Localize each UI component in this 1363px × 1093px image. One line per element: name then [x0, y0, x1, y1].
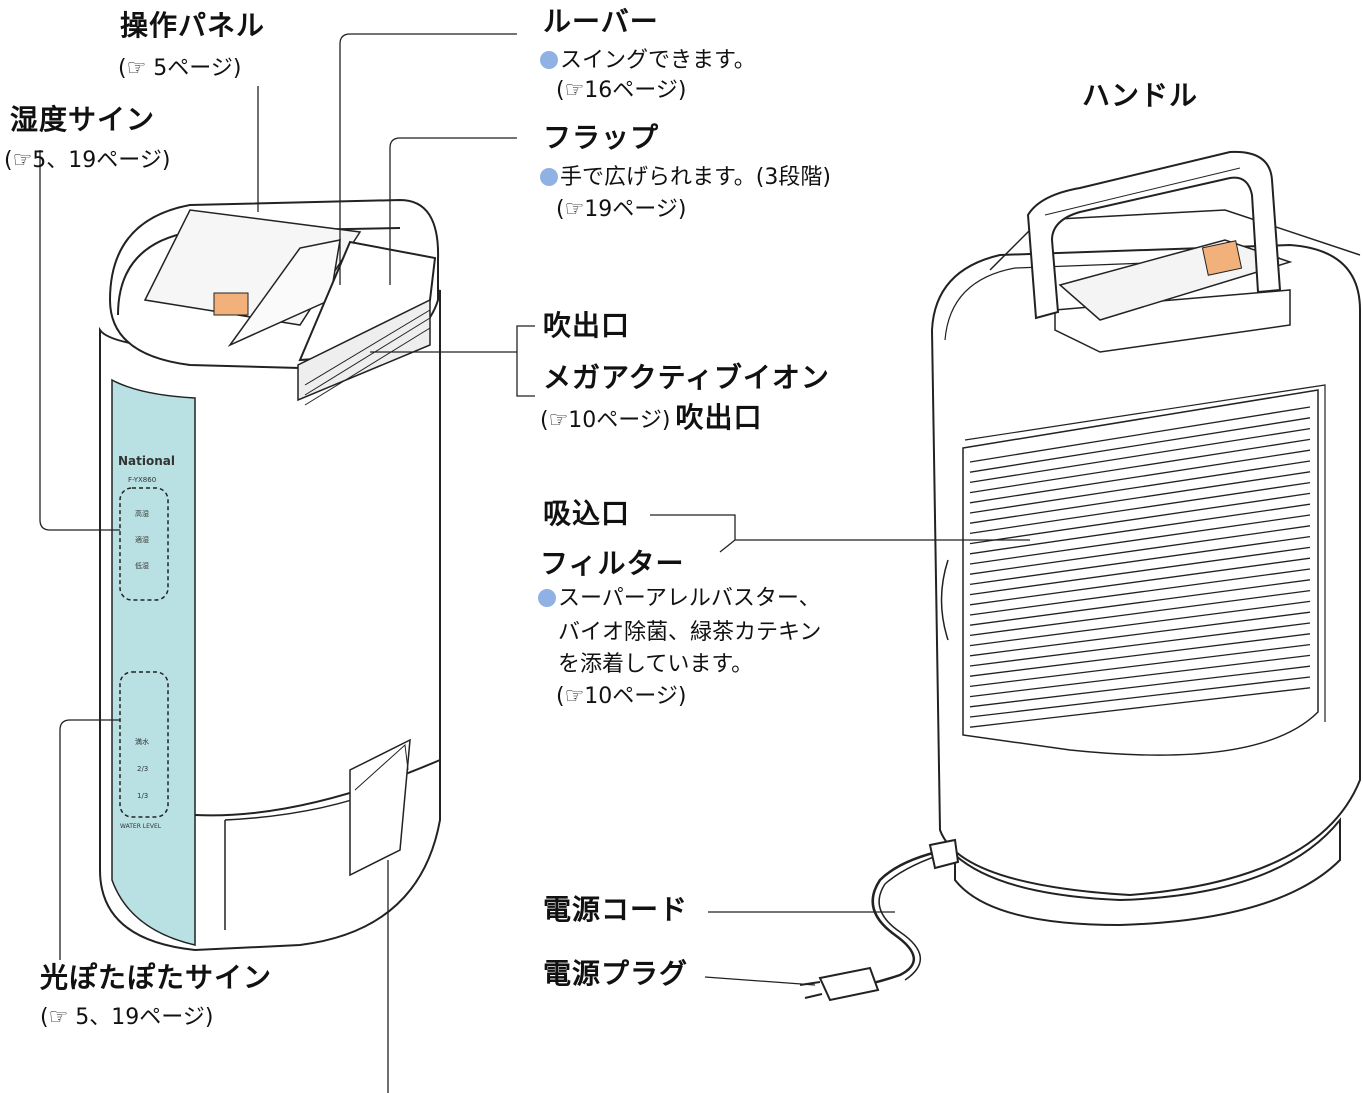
humidity-levels: 高湿 適湿 低湿 — [135, 509, 149, 570]
grill-slat — [969, 622, 1311, 667]
grill-slat — [969, 460, 1311, 514]
humidity-level: 高湿 — [135, 509, 149, 518]
humidity-level: 適湿 — [135, 535, 149, 544]
power-plug-title: 電源プラグ — [543, 957, 689, 990]
water-level: 2/3 — [137, 765, 148, 773]
grill-slat — [969, 676, 1311, 718]
grill-slat — [969, 449, 1311, 504]
flap-note: 手で広げられます。(3段階) — [540, 165, 831, 191]
filter-title: フィルター — [540, 547, 685, 580]
filter-note-2: バイオ除菌、緑茶カテキン — [558, 620, 822, 645]
louver-note: スイングできます。 — [540, 48, 756, 74]
water-levels: 満水 2/3 1/3 — [135, 737, 149, 800]
louver-title: ルーバー — [543, 5, 659, 38]
grill-slat — [969, 611, 1311, 657]
mega-active-ion-ref-line: (☞10ページ) 吹出口 — [540, 402, 763, 434]
bullet-icon — [540, 51, 558, 69]
grill-slat — [969, 535, 1311, 586]
power-cord-title: 電源コード — [543, 893, 689, 926]
flap-ref: (☞19ページ) — [556, 197, 687, 222]
inlet-title: 吸込口 — [543, 497, 631, 530]
filter-note-3: を添着しています。 — [558, 652, 754, 677]
grill-slat — [969, 654, 1311, 698]
grill-slat — [969, 643, 1311, 688]
grill-slat — [969, 525, 1311, 575]
operation-panel-title: 操作パネル — [120, 9, 266, 42]
grill-slat — [969, 503, 1311, 555]
power-cord-shape — [859, 848, 946, 987]
grill-slat — [969, 557, 1311, 606]
water-level-text: WATER LEVEL — [120, 823, 162, 830]
grill-slat — [969, 438, 1311, 494]
grill-slat — [969, 589, 1311, 637]
grill-slat — [969, 633, 1311, 677]
model-text: F-YX860 — [128, 476, 156, 484]
grill-slat — [969, 665, 1311, 708]
mega-active-ion-suffix: 吹出口 — [675, 401, 763, 434]
grill-slat — [969, 568, 1311, 616]
leader-lines — [39, 33, 1030, 1093]
handle-title: ハンドル — [1082, 79, 1199, 112]
humidity-sign-title: 湿度サイン — [10, 103, 156, 136]
grill-slat — [969, 492, 1311, 545]
grill-slat — [969, 514, 1311, 565]
light-sign-ref: (☞ 5、19ページ) — [40, 1005, 214, 1030]
mega-active-ion-title: メガアクティブイオン — [543, 361, 830, 394]
bullet-icon — [540, 168, 558, 186]
grill-slat — [969, 427, 1311, 484]
grill-slat — [969, 471, 1311, 524]
operation-panel-ref: (☞ 5ページ) — [118, 56, 242, 81]
handle-shape — [1026, 150, 1282, 320]
bullet-icon — [538, 589, 556, 607]
flap-title: フラップ — [543, 121, 660, 154]
water-level: 1/3 — [137, 792, 148, 800]
water-level: 満水 — [135, 737, 149, 746]
grill-slat — [969, 579, 1311, 626]
filter-note-1: スーパーアレルバスター、 — [538, 586, 821, 612]
front-accent-panel — [111, 378, 196, 946]
humidity-sign-ref: (☞5、19ページ) — [4, 148, 171, 173]
humidity-level: 低湿 — [135, 561, 149, 570]
louver-ref: (☞16ページ) — [556, 78, 687, 103]
grill-slat — [969, 546, 1311, 596]
grill-slat — [969, 600, 1311, 647]
power-button-shape — [213, 292, 249, 316]
power-plug-shape — [818, 966, 880, 1002]
grill-slat — [969, 417, 1311, 473]
light-sign-title: 光ぽたぽたサイン — [40, 961, 273, 994]
mega-active-ion-ref: (☞10ページ) — [540, 408, 671, 433]
grill-slat — [969, 406, 1311, 463]
operation-panel-label: 操作パネル — [120, 10, 265, 42]
front-unit — [99, 198, 441, 952]
outlet-title: 吹出口 — [543, 309, 631, 342]
grill-slat — [969, 687, 1311, 728]
grill-slat — [969, 481, 1311, 535]
filter-ref: (☞10ページ) — [556, 684, 687, 709]
brand-text: National — [118, 454, 175, 468]
